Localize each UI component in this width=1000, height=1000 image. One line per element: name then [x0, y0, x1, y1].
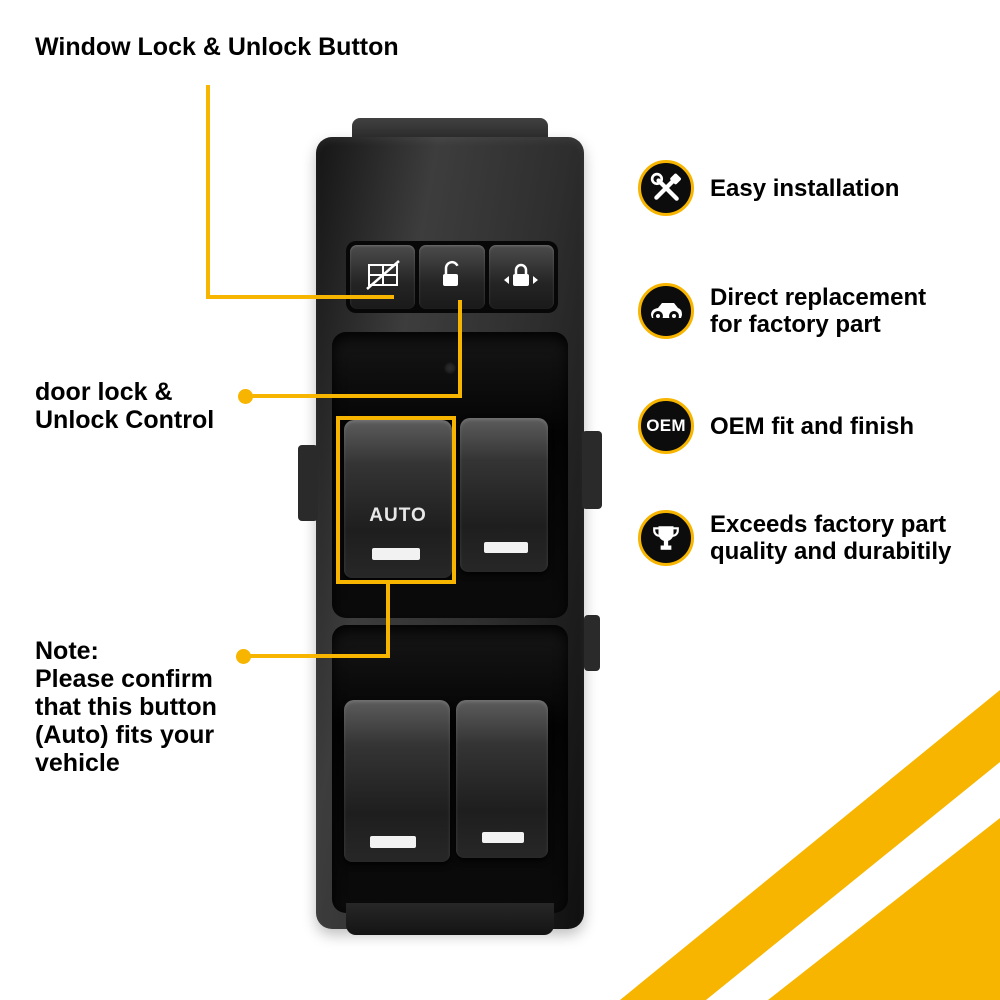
door-unlock-button: [419, 245, 485, 309]
window-lock-callout-line-vertical: [206, 85, 210, 299]
mounting-clip-right-lower: [584, 615, 600, 671]
switch-bottom-cap: [346, 903, 554, 935]
indicator-bar: [484, 542, 528, 553]
tools-icon: [638, 160, 694, 216]
mounting-clip-right-upper: [582, 431, 602, 509]
door-lock-callout-line1: door lock &: [35, 378, 173, 406]
door-lock-callout-line-horizontal: [246, 394, 462, 398]
feature-text-line: quality and durabitily: [710, 538, 952, 565]
auto-label: AUTO: [369, 505, 427, 526]
feature-text: Direct replacement for factory part: [710, 284, 926, 338]
note-line5: vehicle: [35, 749, 120, 777]
indicator-bar: [370, 836, 416, 848]
top-button-panel: [346, 241, 558, 313]
window-lock-callout-line-horizontal: [206, 295, 394, 299]
door-lock-callout-label: door lock & Unlock Control: [35, 378, 214, 434]
note-line1: Note:: [35, 637, 99, 665]
rear-right-window-rocker: [456, 700, 548, 858]
feature-text-line: Easy installation: [710, 174, 900, 202]
oem-badge-text: OEM: [646, 416, 686, 435]
driver-window-auto-rocker: AUTO: [344, 420, 452, 578]
door-lock-button: [488, 245, 554, 309]
mounting-clip-left: [298, 445, 318, 521]
yellow-stripe-corner: [768, 818, 1000, 1000]
feature-text-line: Direct replacement: [710, 284, 927, 311]
window-lock-callout-label: Window Lock & Unlock Button: [35, 33, 399, 61]
feature-oem-fit: OEM OEM fit and finish: [638, 398, 914, 454]
door-lock-callout-line2: Unlock Control: [35, 406, 215, 434]
window-lock-icon: [365, 259, 400, 295]
lock-icon: [503, 260, 539, 295]
note-line2: Please confirm: [35, 665, 213, 693]
feature-direct-replacement: Direct replacement for factory part: [638, 283, 926, 339]
oem-badge: OEM: [638, 398, 694, 454]
feature-exceeds-quality: Exceeds factory part quality and durabit…: [638, 510, 951, 566]
note-callout-line-horizontal: [244, 654, 390, 658]
screw-hole: [444, 362, 456, 374]
rear-left-window-rocker: [344, 700, 450, 862]
door-lock-callout-dot: [238, 389, 253, 404]
note-callout-dot: [236, 649, 251, 664]
door-lock-callout-line-vertical: [458, 300, 462, 398]
feature-text: OEM fit and finish: [710, 413, 914, 440]
unlock-icon: [439, 260, 465, 295]
window-lock-button: [350, 245, 416, 309]
feature-text-line: for factory part: [710, 311, 881, 338]
indicator-bar: [482, 832, 524, 843]
feature-text: Exceeds factory part quality and durabit…: [710, 511, 951, 565]
trophy-icon: [638, 510, 694, 566]
car-icon: [638, 283, 694, 339]
yellow-stripe-upper: [620, 690, 1000, 1000]
note-callout-line-vertical: [386, 584, 390, 658]
feature-easy-installation: Easy installation: [638, 160, 899, 216]
auto-button-highlight-box: [336, 416, 456, 584]
note-line3: that this button: [35, 693, 217, 721]
note-line4: (Auto) fits your: [35, 721, 215, 749]
feature-text: Easy installation: [710, 175, 899, 202]
indicator-bar: [372, 548, 420, 560]
note-callout-label: Note: Please confirm that this button (A…: [35, 637, 217, 777]
feature-text-line: OEM fit and finish: [710, 412, 914, 440]
window-master-switch: AUTO: [298, 115, 602, 940]
passenger-front-window-rocker: [460, 418, 548, 572]
feature-text-line: Exceeds factory part: [710, 511, 947, 538]
